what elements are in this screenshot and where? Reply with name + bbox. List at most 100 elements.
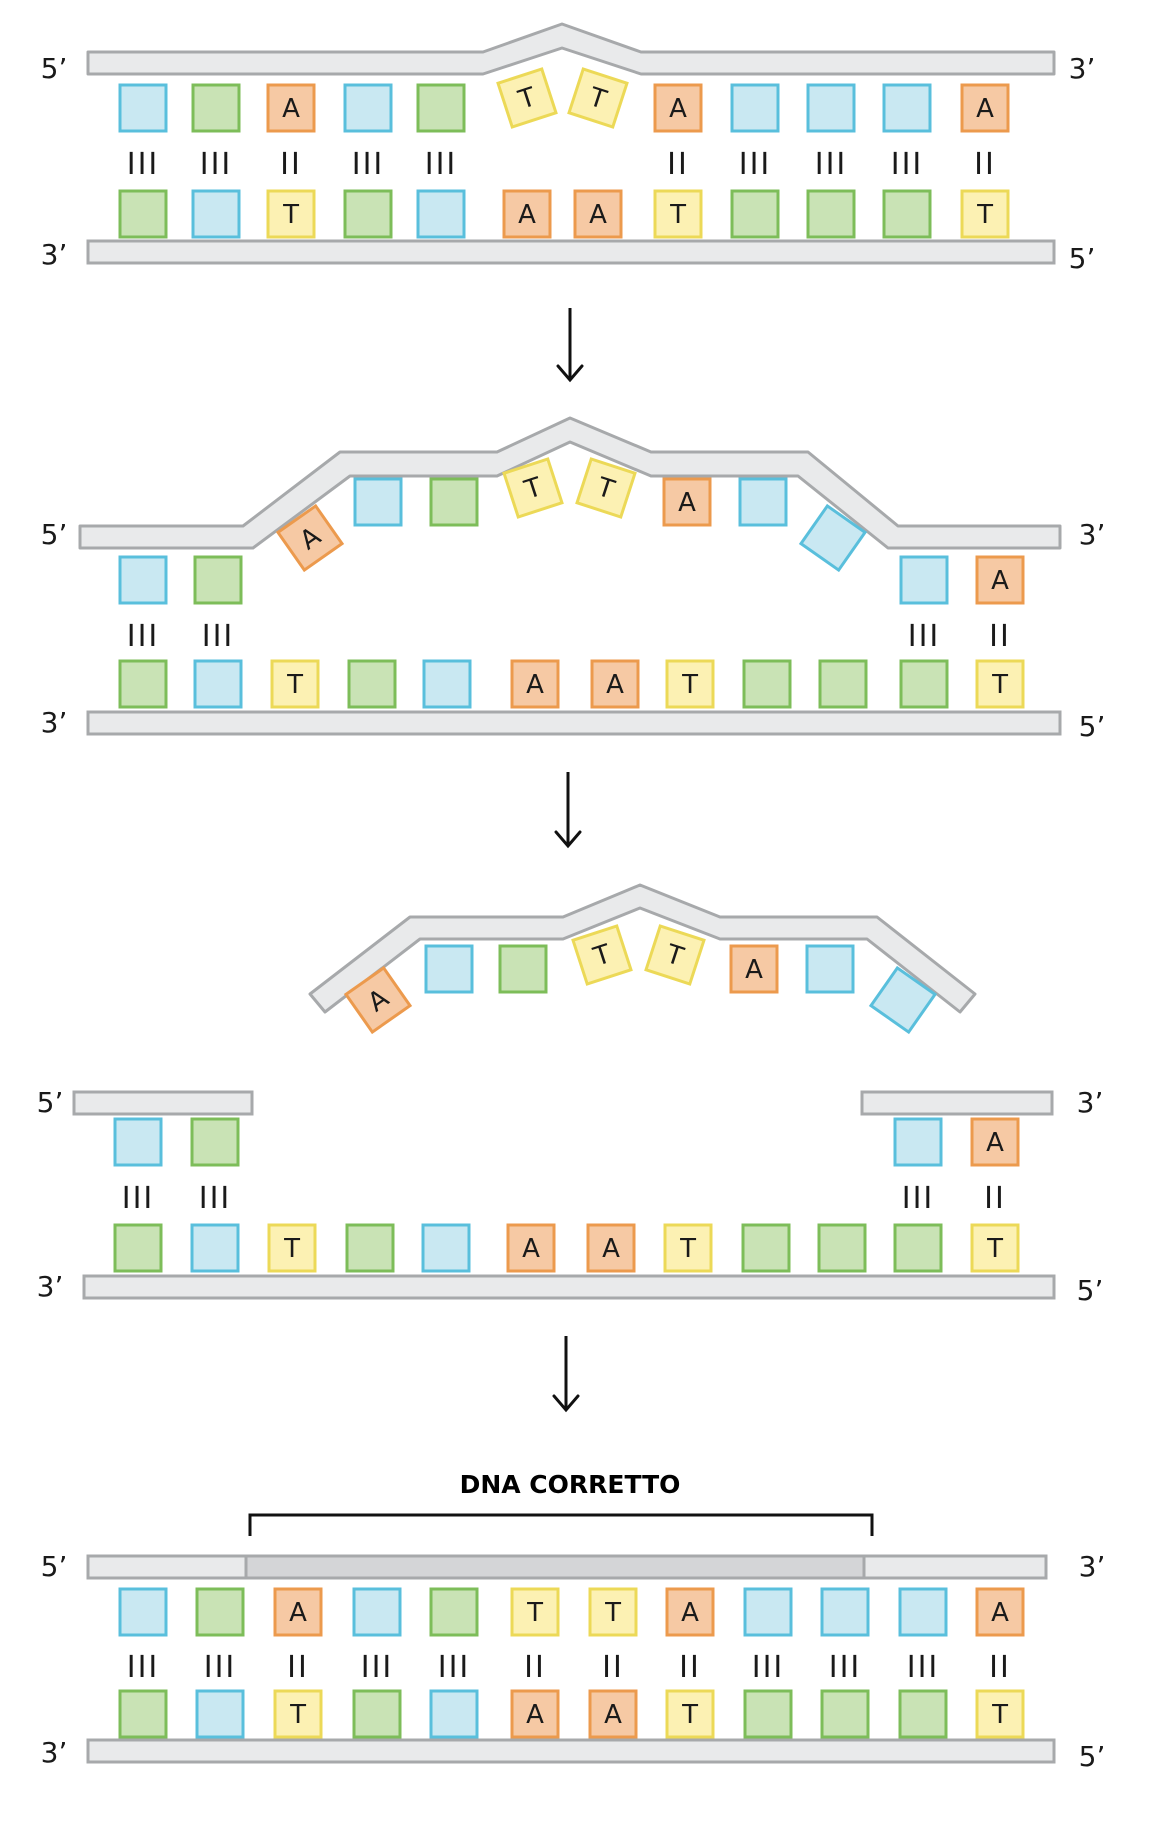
base-G [743,1689,793,1739]
base-G [741,1223,791,1273]
hydrogen-bond-2: II [984,1181,1006,1216]
base-box [266,83,316,133]
down-arrow [554,772,582,849]
base-box [743,1587,793,1637]
base-letter: A [526,670,544,700]
hydrogen-bond-3: III [204,1650,237,1685]
hydrogen-bond-2: II [287,1650,309,1685]
base-box [510,1689,560,1739]
base-box [573,189,623,239]
base-C [353,477,403,527]
base-box [273,1587,323,1637]
base-letter: A [991,1598,1009,1628]
base-G [118,1689,168,1739]
base-A: A [586,1223,636,1273]
base-A: A [588,1689,638,1739]
base-T: T [970,1223,1020,1273]
base-G [818,659,868,709]
base-C [898,1587,948,1637]
base-G [817,1223,867,1273]
base-G [429,1587,479,1637]
base-box [275,503,345,573]
base-box [662,477,712,527]
base-A: A [975,555,1025,605]
base-box [424,944,474,994]
base-T: T [644,924,706,986]
base-C [190,1223,240,1273]
base-box [588,1587,638,1637]
base-T: T [496,67,558,129]
base-box [118,1587,168,1637]
base-letter: T [991,670,1008,700]
three-prime-label: 3’ [1079,518,1106,551]
base-letter: T [286,670,303,700]
base-box [960,189,1010,239]
base-T: T [653,189,703,239]
hydrogen-bond-3: III [425,147,458,182]
base-box [191,83,241,133]
base-box [665,1587,715,1637]
base-letter: T [991,1700,1008,1730]
base-box [190,1117,240,1167]
base-G [118,189,168,239]
base-box [118,659,168,709]
base-box [571,924,633,986]
base-box [502,189,552,239]
three-prime-label: 3’ [41,706,68,739]
hydrogen-bond-2: II [974,147,996,182]
left-strand-fragment [72,1090,254,1116]
base-box [193,555,243,605]
base-box [429,1689,479,1739]
base-C [118,555,168,605]
base-box [899,659,949,709]
base-letter: T [679,1234,696,1264]
base-box [743,1689,793,1739]
hydrogen-bond-2: II [667,147,689,182]
base-G [343,189,393,239]
bottom-backbone [86,239,1056,265]
hydrogen-bond-3: III [200,147,233,182]
base-T: T [975,659,1025,709]
base-C [352,1587,402,1637]
base-box [893,1223,943,1273]
base-box [502,457,564,519]
base-A: A [266,83,316,133]
base-C [422,659,472,709]
base-box [798,503,868,573]
base-C [893,1117,943,1167]
base-A: A [729,944,779,994]
base-box [416,189,466,239]
five-prime-label: 5’ [1079,1740,1106,1773]
base-box [817,1223,867,1273]
base-box [113,1223,163,1273]
hydrogen-bond-2: II [280,147,302,182]
base-T: T [663,1223,713,1273]
base-G [113,1223,163,1273]
base-letter: A [976,94,994,124]
hydrogen-bond-3: III [902,1181,935,1216]
base-letter: T [604,1598,621,1628]
base-letter: T [289,1700,306,1730]
base-letter: T [282,200,299,230]
down-arrow [556,308,584,383]
base-box [738,477,788,527]
base-box [498,944,548,994]
base-C [195,1689,245,1739]
base-A: A [273,1587,323,1637]
base-G [190,1117,240,1167]
base-letter: A [289,1598,307,1628]
base-A: A [510,1689,560,1739]
base-box [267,1223,317,1273]
base-letter: A [604,1700,622,1730]
base-box [644,924,706,986]
base-box [960,83,1010,133]
base-G [498,944,548,994]
base-A: A [590,659,640,709]
base-box [742,659,792,709]
base-G [352,1689,402,1739]
base-C [421,1223,471,1273]
base-C [738,477,788,527]
base-letter: A [678,488,696,518]
